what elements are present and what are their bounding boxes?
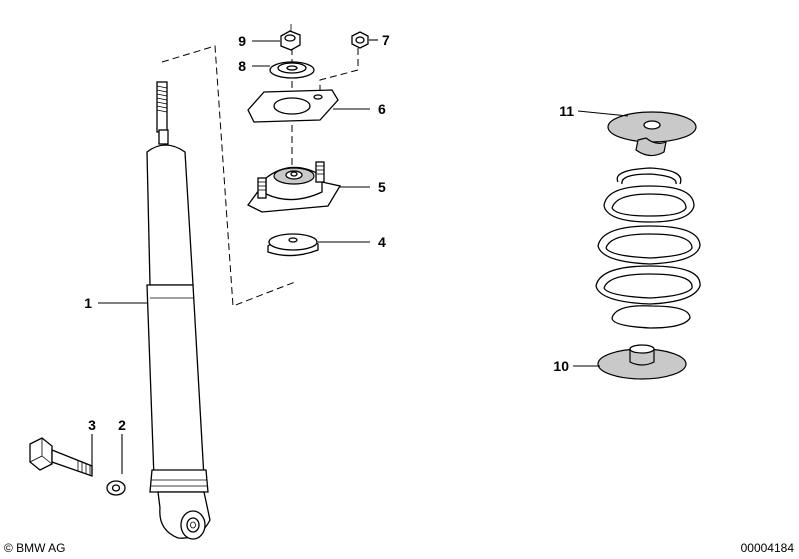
callout-9: 9 [238,33,246,49]
gasket-drawing [247,89,339,123]
hex-nut-drawing [351,31,369,49]
lower-support-disc-drawing [267,233,319,257]
upper-support-disc-drawing [269,61,315,79]
lower-spring-pad-drawing [597,344,687,380]
callout-10: 10 [553,358,569,374]
callout-6: 6 [378,101,386,117]
assembly-line-left [161,45,296,307]
callout-5: 5 [378,179,386,195]
callout-3: 3 [88,417,96,433]
upper-spring-pad-drawing [607,111,697,157]
diagram-number: 00004184 [741,541,795,555]
callout-1: 1 [84,295,92,311]
callout-8: 8 [238,58,246,74]
callout-2: 2 [118,417,126,433]
callout-7: 7 [382,32,390,48]
washer-drawing [106,480,126,496]
coil-spring-drawing [595,167,701,329]
callout-11: 11 [559,103,574,119]
assembly-line-stud [319,48,359,98]
support-bearing-drawing [247,161,342,213]
shock-absorber-drawing [146,81,211,540]
hex-bolt-drawing [29,437,93,477]
leader-lines [91,39,629,474]
self-locking-nut-drawing [280,24,301,51]
callout-4: 4 [378,234,386,250]
copyright-text: © BMW AG [4,541,66,555]
